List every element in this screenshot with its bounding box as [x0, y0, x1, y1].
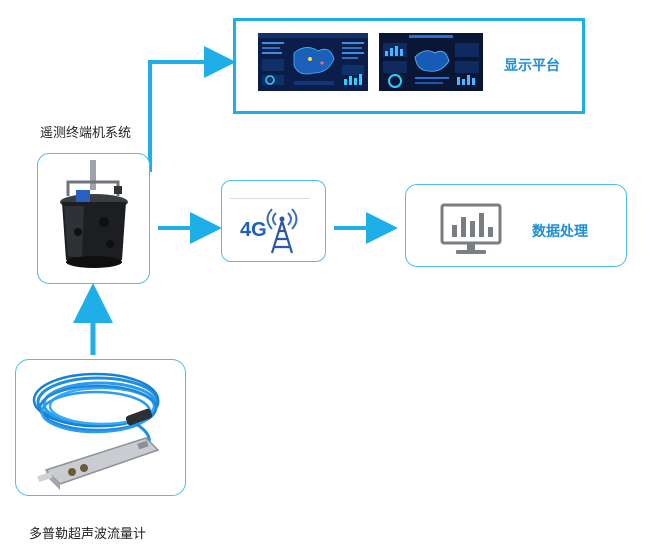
rtu-system-box: [37, 153, 150, 284]
data-processing-box: 数据处理: [405, 184, 627, 267]
network-4g-box: 4G: [221, 180, 326, 262]
rtu-system-label: 遥测终端机系统: [40, 122, 131, 141]
display-platform-label: 显示平台: [504, 55, 560, 75]
flowmeter-cable-icon: [26, 366, 176, 492]
flowmeter-label: 多普勒超声波流量计: [29, 523, 146, 542]
flowmeter-box: [15, 359, 186, 496]
dashboard-screen-icon: [379, 33, 483, 91]
rtu-device-icon: [54, 160, 134, 275]
data-processing-label: 数据处理: [532, 221, 588, 241]
dashboard-screen-icon: [258, 33, 368, 91]
cell-tower-icon: [262, 199, 302, 255]
arrow-rtu-to-display: [150, 62, 224, 172]
display-platform-box: 显示平台: [233, 18, 585, 114]
monitor-chart-icon: [440, 203, 504, 257]
